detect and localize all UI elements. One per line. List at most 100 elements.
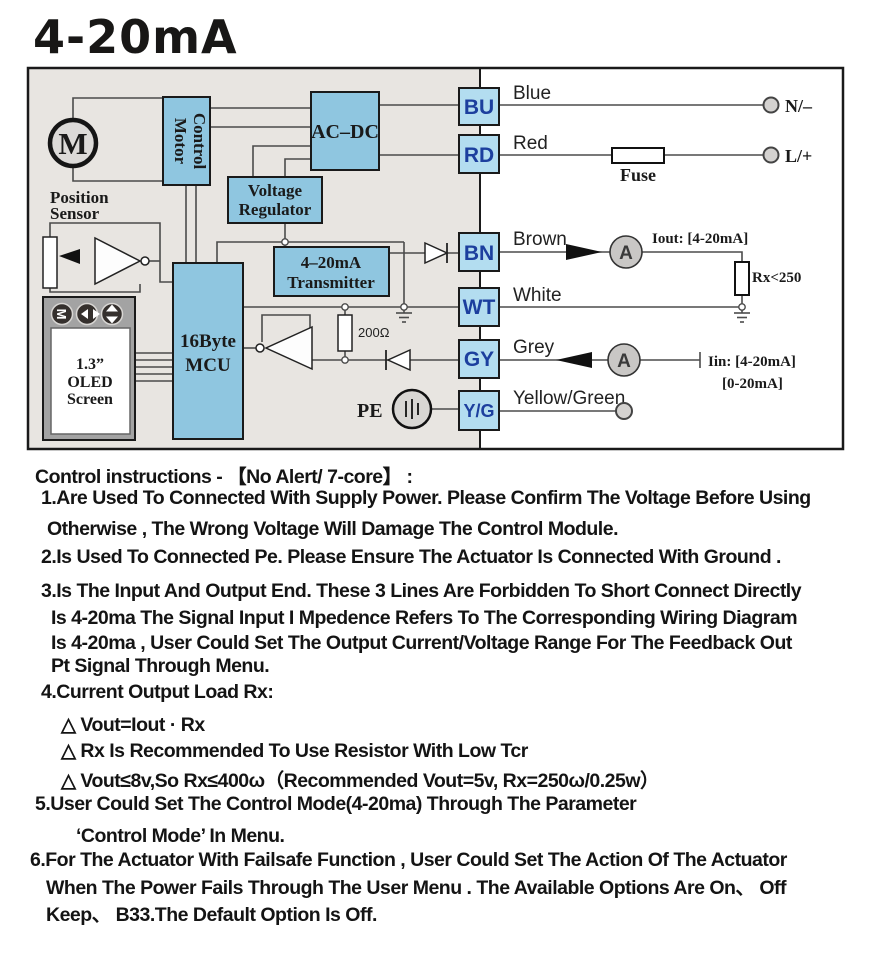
instruction-line: Is 4-20ma The Signal Input I Mpedence Re… (51, 607, 798, 629)
instruction-line: 3.Is The Input And Output End. These 3 L… (41, 580, 802, 602)
terminal-yg-code: Y/G (463, 401, 494, 421)
wiring-diagram: Motor Control AC–DC Voltage Regulator 4–… (26, 66, 845, 451)
fuse (611, 147, 665, 164)
terminal-yg (458, 390, 500, 431)
right-arrow-icon (93, 309, 100, 319)
motor-icon (47, 117, 99, 169)
opamp-output-node (140, 256, 150, 266)
instruction-line: 2.Is Used To Connected Pe. Please Ensure… (41, 546, 781, 568)
oled-screen (50, 327, 131, 435)
iin-label-1: Iin: [4-20mA] (708, 354, 796, 370)
motor-letter: M (58, 126, 87, 161)
transmitter-label-1: 4–20mA (301, 253, 362, 272)
instruction-line: Keep、 B33.The Default Option Is Off. (46, 904, 377, 926)
ammeter-in (607, 343, 641, 377)
menu-button (50, 302, 74, 326)
transmitter-label-2: Transmitter (287, 273, 375, 292)
resistor-200-label: 200Ω (358, 325, 390, 340)
instruction-line: ‘Control Mode’ In Menu. (76, 825, 285, 847)
line-terminal (762, 146, 780, 164)
yg-end-terminal (615, 402, 633, 420)
transmitter-block (273, 246, 390, 297)
potentiometer (42, 236, 58, 289)
diode-bn (424, 241, 449, 265)
wire-label-grey: Grey (513, 337, 555, 358)
position-sensor-label-2: Sensor (50, 204, 100, 223)
junction-dots (281, 238, 746, 364)
down-arrow-icon (106, 316, 118, 324)
diode-gy (385, 348, 411, 372)
ground-symbols (396, 307, 750, 323)
rx-label: Rx<250 (752, 270, 801, 286)
instruction-line: 6.For The Actuator With Failsafe Functio… (30, 849, 787, 871)
oled-buttons: M (50, 302, 124, 326)
pe-label: PE (357, 400, 383, 422)
diagram-border (26, 66, 845, 451)
up-arrow-icon (106, 304, 118, 312)
instruction-line: When The Power Fails Through The User Me… (46, 877, 787, 899)
wire-label-red: Red (513, 133, 548, 154)
page-title: 4-20mA (33, 10, 238, 64)
fuse-label: Fuse (620, 165, 656, 185)
pe-ground-bars (405, 399, 419, 419)
motor-control-label-2: Control (190, 113, 209, 170)
ammeter-out-letter: A (619, 243, 633, 264)
terminal-bu-code: BU (464, 96, 494, 119)
instruction-line: Otherwise , The Wrong Voltage Will Damag… (47, 518, 618, 540)
wire-label-yellow-green: Yellow/Green (513, 388, 625, 409)
terminal-rd-code: RD (464, 144, 494, 167)
wire-label-white: White (513, 285, 562, 306)
wiper-arrow-icon (59, 249, 80, 264)
terminal-bu (458, 87, 500, 126)
up-down-button (100, 302, 124, 326)
wire-label-brown: Brown (513, 229, 567, 250)
oled-label-2: OLED (67, 374, 112, 391)
motor-control-label-1: Motor (171, 118, 190, 165)
mcu-label-1: 16Byte (180, 331, 236, 352)
left-arrow-icon (81, 309, 88, 319)
instruction-line: Is 4-20ma , User Could Set The Output Cu… (51, 632, 792, 654)
motor-control-block (162, 96, 211, 186)
buffer-output-node (255, 343, 265, 353)
inverting-buffer (264, 325, 313, 371)
position-sensor-label-1: Position (50, 188, 109, 207)
wires (49, 97, 763, 412)
resistor-200 (337, 314, 353, 352)
voltage-regulator-label-2: Regulator (239, 200, 312, 219)
ammeter-out (609, 235, 643, 269)
instruction-line: 4.Current Output Load Rx: (41, 681, 274, 703)
instructions-heading: Control instructions - 【No Alert/ 7-core… (35, 466, 413, 488)
instruction-line: Pt Signal Through Menu. (51, 655, 270, 677)
iout-label: Iout: [4-20mA] (652, 231, 748, 247)
oled-label-1: 1.3” (76, 356, 104, 373)
acdc-block (310, 91, 380, 171)
acdc-label: AC–DC (311, 121, 379, 143)
terminal-wt (458, 287, 500, 327)
terminal-gy (458, 339, 500, 379)
iin-label-2: [0-20mA] (722, 376, 783, 392)
mcu-label-2: MCU (185, 355, 231, 376)
instruction-line: △ Vout≤8v,So Rx≤400ω（Recommended Vout=5v… (61, 770, 660, 792)
oled-label-3: Screen (67, 391, 113, 408)
instruction-line: 1.Are Used To Connected With Supply Powe… (41, 487, 811, 509)
terminal-bn (458, 232, 500, 272)
menu-button-glyph: M (54, 309, 69, 320)
terminal-rd (458, 134, 500, 174)
neutral-label: N/– (785, 96, 813, 116)
load-resistor-rx (734, 261, 750, 296)
voltage-regulator-label-1: Voltage (248, 181, 303, 200)
current-in-arrow-icon (556, 352, 592, 368)
mcu-block (172, 262, 244, 440)
terminal-wt-code: WT (463, 296, 496, 319)
opamp-buffer (94, 236, 142, 286)
current-out-arrow-icon (566, 244, 602, 260)
terminal-gy-code: GY (464, 348, 494, 371)
terminal-blocks: BU RD BN WT GY Y/G (458, 87, 500, 431)
wire-label-blue: Blue (513, 83, 551, 104)
ammeter-in-letter: A (617, 351, 631, 372)
line-label: L/+ (785, 146, 812, 166)
terminal-bn-code: BN (464, 242, 494, 265)
instruction-line: △ Rx Is Recommended To Use Resistor With… (61, 740, 528, 762)
instruction-line: 5.User Could Set The Control Mode(4-20ma… (35, 793, 637, 815)
